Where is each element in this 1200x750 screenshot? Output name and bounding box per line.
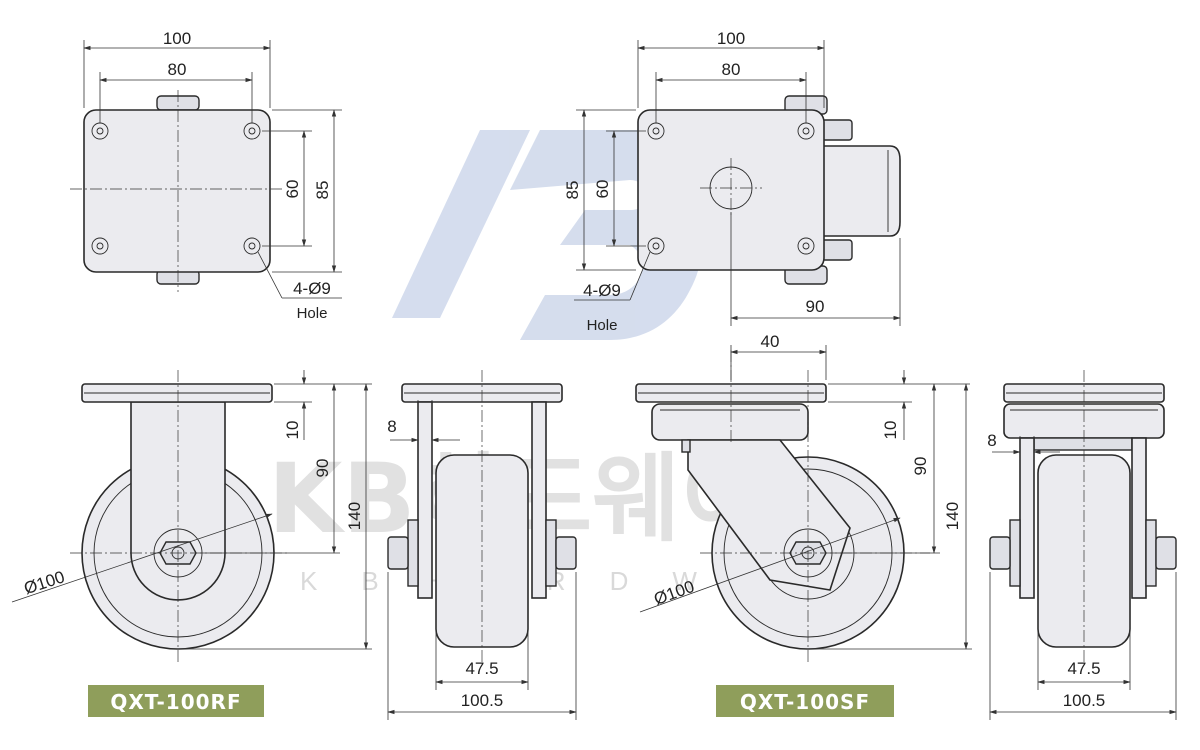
- rf-front-overall-width-dim: 100.5: [461, 691, 504, 710]
- rf-top-view: 100 80 60 85 4-Ø9 Hole: [70, 29, 342, 322]
- sf-side-offset-dim: 40: [761, 332, 780, 351]
- rf-front-view: 8 47.5 100.5: [387, 370, 577, 720]
- sf-top-hole-label: Hole: [587, 317, 618, 334]
- sf-top-width-dim: 100: [717, 29, 745, 48]
- rf-side-total-height-dim: 140: [345, 502, 364, 530]
- model-tag-rigid-label: QXT-100RF: [110, 690, 241, 714]
- rf-top-hole-note: 4-Ø9: [293, 279, 331, 298]
- sf-top-hole-span-y-dim: 60: [593, 180, 612, 199]
- rf-top-hole-span-x-dim: 80: [168, 60, 187, 79]
- rf-top-hole-span-y-dim: 60: [283, 180, 302, 199]
- rf-top-height-dim: 85: [313, 181, 332, 200]
- rf-front-bracket-dim: 8: [387, 417, 396, 436]
- sf-top-offset-dim: 90: [806, 297, 825, 316]
- rf-side-view: 10 90 140 Ø100: [11, 370, 372, 662]
- rf-top-width-dim: 100: [163, 29, 191, 48]
- sf-front-view: 8 47.5 100.5: [987, 370, 1177, 720]
- model-tag-swivel: QXT-100SF: [716, 685, 894, 717]
- sf-side-axle-height-dim: 90: [911, 457, 930, 476]
- sf-front-wheel-width-dim: 47.5: [1067, 659, 1100, 678]
- model-tag-swivel-label: QXT-100SF: [740, 690, 870, 714]
- sf-top-hole-note: 4-Ø9: [583, 281, 621, 300]
- sf-front-overall-width-dim: 100.5: [1063, 691, 1106, 710]
- rf-side-wheel-dia-dim: Ø100: [22, 567, 67, 598]
- sf-front-bracket-dim: 8: [987, 431, 996, 450]
- sf-side-total-height-dim: 140: [943, 502, 962, 530]
- rf-front-wheel-width-dim: 47.5: [465, 659, 498, 678]
- sf-top-view: 100 80 85 60 4-Ø9 Hole 90: [563, 29, 901, 334]
- sf-top-height-dim: 85: [563, 181, 582, 200]
- model-tag-rigid: QXT-100RF: [88, 685, 264, 717]
- sf-side-plate-dim: 10: [881, 421, 900, 440]
- rf-side-plate-dim: 10: [283, 421, 302, 440]
- sf-side-view: 40 10 90 140 Ø100: [635, 332, 972, 662]
- rf-top-hole-label: Hole: [297, 305, 328, 322]
- sf-top-hole-span-x-dim: 80: [722, 60, 741, 79]
- rf-side-axle-height-dim: 90: [313, 459, 332, 478]
